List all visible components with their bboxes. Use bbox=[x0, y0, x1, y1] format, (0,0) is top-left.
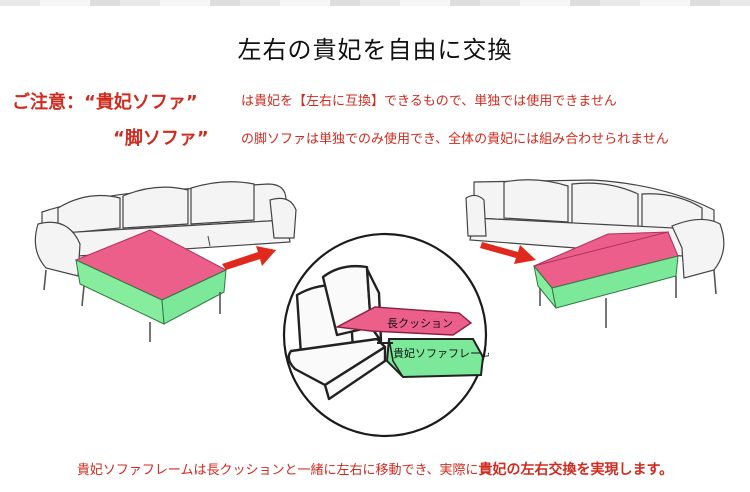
bottom-note-emphasis: 貴妃の左右交換を実現します。 bbox=[478, 462, 674, 478]
leg-sofa-text: の脚ソファは単独でのみ使用でき、全体の貴妃には組み合わせられません bbox=[241, 132, 669, 147]
frame-label: 貴妃ソファフレーム bbox=[393, 346, 489, 360]
arrow-right-icon bbox=[222, 246, 276, 270]
left-chaise-frame bbox=[161, 269, 227, 325]
page-title: 左右の貴妃を自由に交換 bbox=[237, 36, 513, 64]
detail-chaise-frame bbox=[385, 338, 485, 379]
arrow-down-right-icon bbox=[480, 242, 536, 264]
left-sofa-illustration bbox=[34, 181, 297, 342]
notice-label: ご注意：“貴妃ソファ” bbox=[12, 92, 198, 113]
bottom-note-text: 貴妃ソファフレームは長クッションと一緒に左右に移動でき、実際に bbox=[76, 463, 479, 478]
cushion-label: 長クッション bbox=[387, 317, 453, 330]
top-decorative-strip bbox=[0, 0, 750, 6]
detail-long-cushion bbox=[334, 306, 473, 336]
leg-sofa-label: “脚ソファ” bbox=[113, 128, 209, 149]
notice-text: は貴妃を【左右に互換】できるもので、単独では使用できません bbox=[241, 94, 617, 109]
bottom-note: 貴妃ソファフレームは長クッションと一緒に左右に移動でき、実際に貴妃の左右交換を実… bbox=[0, 459, 750, 479]
right-sofa-illustration bbox=[465, 179, 725, 328]
detail-circle-diagram: 長クッション 貴妃ソファフレーム bbox=[282, 232, 489, 438]
